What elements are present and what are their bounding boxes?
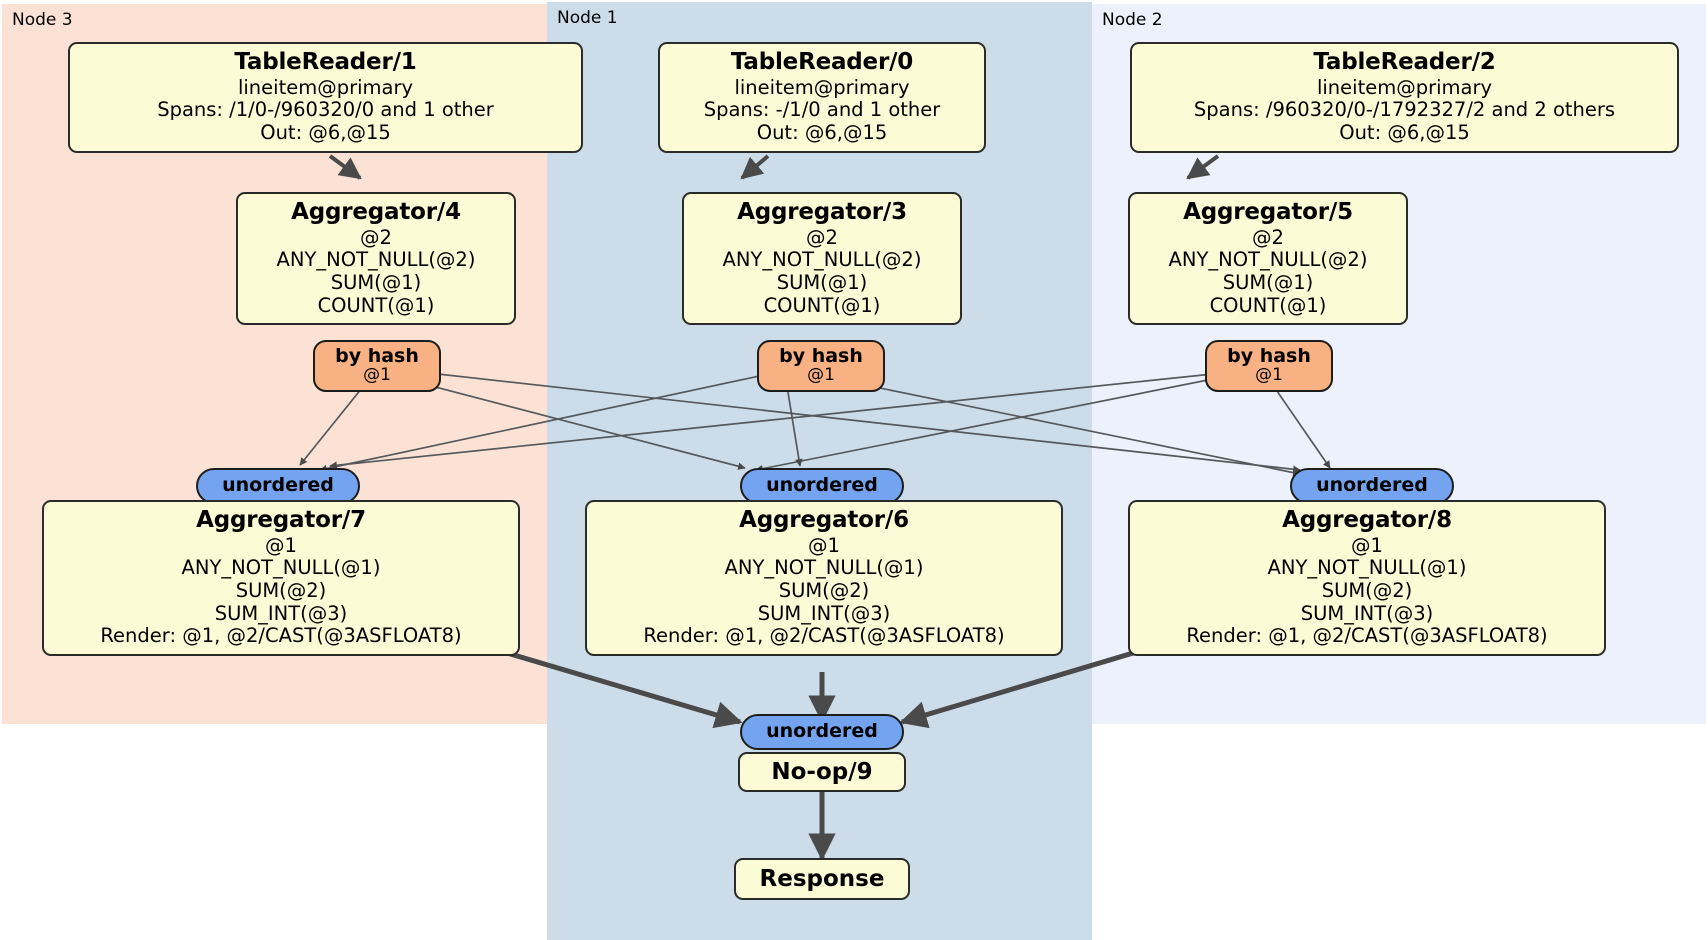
unordered-badge-node3[interactable]: unordered xyxy=(196,468,360,504)
node-agg-1: ANY_NOT_NULL(@2) xyxy=(722,248,922,272)
node-aggregator-6[interactable]: Aggregator/6 @1 ANY_NOT_NULL(@1) SUM(@2)… xyxy=(585,500,1063,656)
node-render: Render: @1, @2/CAST(@3ASFLOAT8) xyxy=(100,624,462,648)
node-response[interactable]: Response xyxy=(734,858,910,900)
node-groupby: @2 xyxy=(806,225,838,249)
node-agg-2: SUM(@2) xyxy=(235,578,327,602)
node-title: No-op/9 xyxy=(771,759,873,785)
node-out: Out: @6,@15 xyxy=(1339,120,1470,144)
hash-router-column: @1 xyxy=(807,365,835,386)
node-agg-1: ANY_NOT_NULL(@2) xyxy=(1168,248,1368,272)
node-noop-9[interactable]: No-op/9 xyxy=(738,752,906,792)
node-spans: Spans: -/1/0 and 1 other xyxy=(703,98,941,122)
node-groupby: @2 xyxy=(360,225,392,249)
node-title: Aggregator/7 xyxy=(196,507,366,533)
node-render: Render: @1, @2/CAST(@3ASFLOAT8) xyxy=(643,624,1005,648)
hash-router-badge-node3[interactable]: by hash @1 xyxy=(313,340,441,392)
node-agg-2: SUM(@1) xyxy=(1222,270,1314,294)
node-groupby: @2 xyxy=(1252,225,1284,249)
node-render: Render: @1, @2/CAST(@3ASFLOAT8) xyxy=(1186,624,1548,648)
unordered-badge-node1[interactable]: unordered xyxy=(740,468,904,504)
node-table: lineitem@primary xyxy=(734,75,910,99)
node-agg-1: ANY_NOT_NULL(@1) xyxy=(724,556,924,580)
node-title: Aggregator/4 xyxy=(291,199,461,225)
unordered-label: unordered xyxy=(222,474,334,497)
node-agg-3: SUM_INT(@3) xyxy=(1300,601,1434,625)
hash-router-badge-node1[interactable]: by hash @1 xyxy=(757,340,885,392)
node-agg-3: SUM_INT(@3) xyxy=(757,601,891,625)
node-title: TableReader/1 xyxy=(234,49,417,75)
node-region-label-node3: Node 3 xyxy=(12,10,73,30)
node-aggregator-8[interactable]: Aggregator/8 @1 ANY_NOT_NULL(@1) SUM(@2)… xyxy=(1128,500,1606,656)
node-title: Aggregator/8 xyxy=(1282,507,1452,533)
node-tablereader-1[interactable]: TableReader/1 lineitem@primary Spans: /1… xyxy=(68,42,583,153)
node-aggregator-7[interactable]: Aggregator/7 @1 ANY_NOT_NULL(@1) SUM(@2)… xyxy=(42,500,520,656)
node-groupby: @1 xyxy=(1351,533,1383,557)
hash-router-badge-node2[interactable]: by hash @1 xyxy=(1205,340,1333,392)
node-agg-2: SUM(@1) xyxy=(776,270,868,294)
node-agg-3: COUNT(@1) xyxy=(763,293,881,317)
node-groupby: @1 xyxy=(808,533,840,557)
node-tablereader-0[interactable]: TableReader/0 lineitem@primary Spans: -/… xyxy=(658,42,986,153)
node-table: lineitem@primary xyxy=(237,75,414,99)
node-out: Out: @6,@15 xyxy=(260,120,391,144)
unordered-badge-node2[interactable]: unordered xyxy=(1290,468,1454,504)
node-spans: Spans: /960320/0-/1792327/2 and 2 others xyxy=(1193,98,1616,122)
unordered-label: unordered xyxy=(1316,474,1428,497)
node-agg-1: ANY_NOT_NULL(@1) xyxy=(181,556,381,580)
node-aggregator-3[interactable]: Aggregator/3 @2 ANY_NOT_NULL(@2) SUM(@1)… xyxy=(682,192,962,326)
node-agg-3: COUNT(@1) xyxy=(317,293,435,317)
node-tablereader-2[interactable]: TableReader/2 lineitem@primary Spans: /9… xyxy=(1130,42,1679,153)
node-title: Aggregator/6 xyxy=(739,507,909,533)
node-agg-2: SUM(@2) xyxy=(1321,578,1413,602)
node-spans: Spans: /1/0-/960320/0 and 1 other xyxy=(157,98,494,122)
hash-router-label: by hash xyxy=(1227,345,1311,368)
node-title: TableReader/2 xyxy=(1313,49,1496,75)
node-agg-2: SUM(@2) xyxy=(778,578,870,602)
node-title: Aggregator/5 xyxy=(1183,199,1353,225)
node-agg-3: SUM_INT(@3) xyxy=(214,601,348,625)
node-region-label-node2: Node 2 xyxy=(1102,10,1163,30)
node-title: TableReader/0 xyxy=(730,49,914,75)
node-title: Aggregator/3 xyxy=(737,199,907,225)
node-groupby: @1 xyxy=(265,533,297,557)
node-title: Response xyxy=(759,866,885,892)
hash-router-label: by hash xyxy=(335,345,419,368)
node-out: Out: @6,@15 xyxy=(756,120,888,144)
node-agg-2: SUM(@1) xyxy=(330,270,422,294)
node-agg-3: COUNT(@1) xyxy=(1209,293,1327,317)
node-agg-1: ANY_NOT_NULL(@1) xyxy=(1267,556,1467,580)
unordered-label: unordered xyxy=(766,720,878,743)
node-table: lineitem@primary xyxy=(1316,75,1493,99)
node-agg-1: ANY_NOT_NULL(@2) xyxy=(276,248,476,272)
hash-router-column: @1 xyxy=(363,365,391,386)
node-aggregator-4[interactable]: Aggregator/4 @2 ANY_NOT_NULL(@2) SUM(@1)… xyxy=(236,192,516,326)
unordered-badge-final[interactable]: unordered xyxy=(740,714,904,750)
node-aggregator-5[interactable]: Aggregator/5 @2 ANY_NOT_NULL(@2) SUM(@1)… xyxy=(1128,192,1408,326)
hash-router-label: by hash xyxy=(779,345,863,368)
unordered-label: unordered xyxy=(766,474,878,497)
node-region-label-node1: Node 1 xyxy=(557,8,618,28)
hash-router-column: @1 xyxy=(1255,365,1283,386)
